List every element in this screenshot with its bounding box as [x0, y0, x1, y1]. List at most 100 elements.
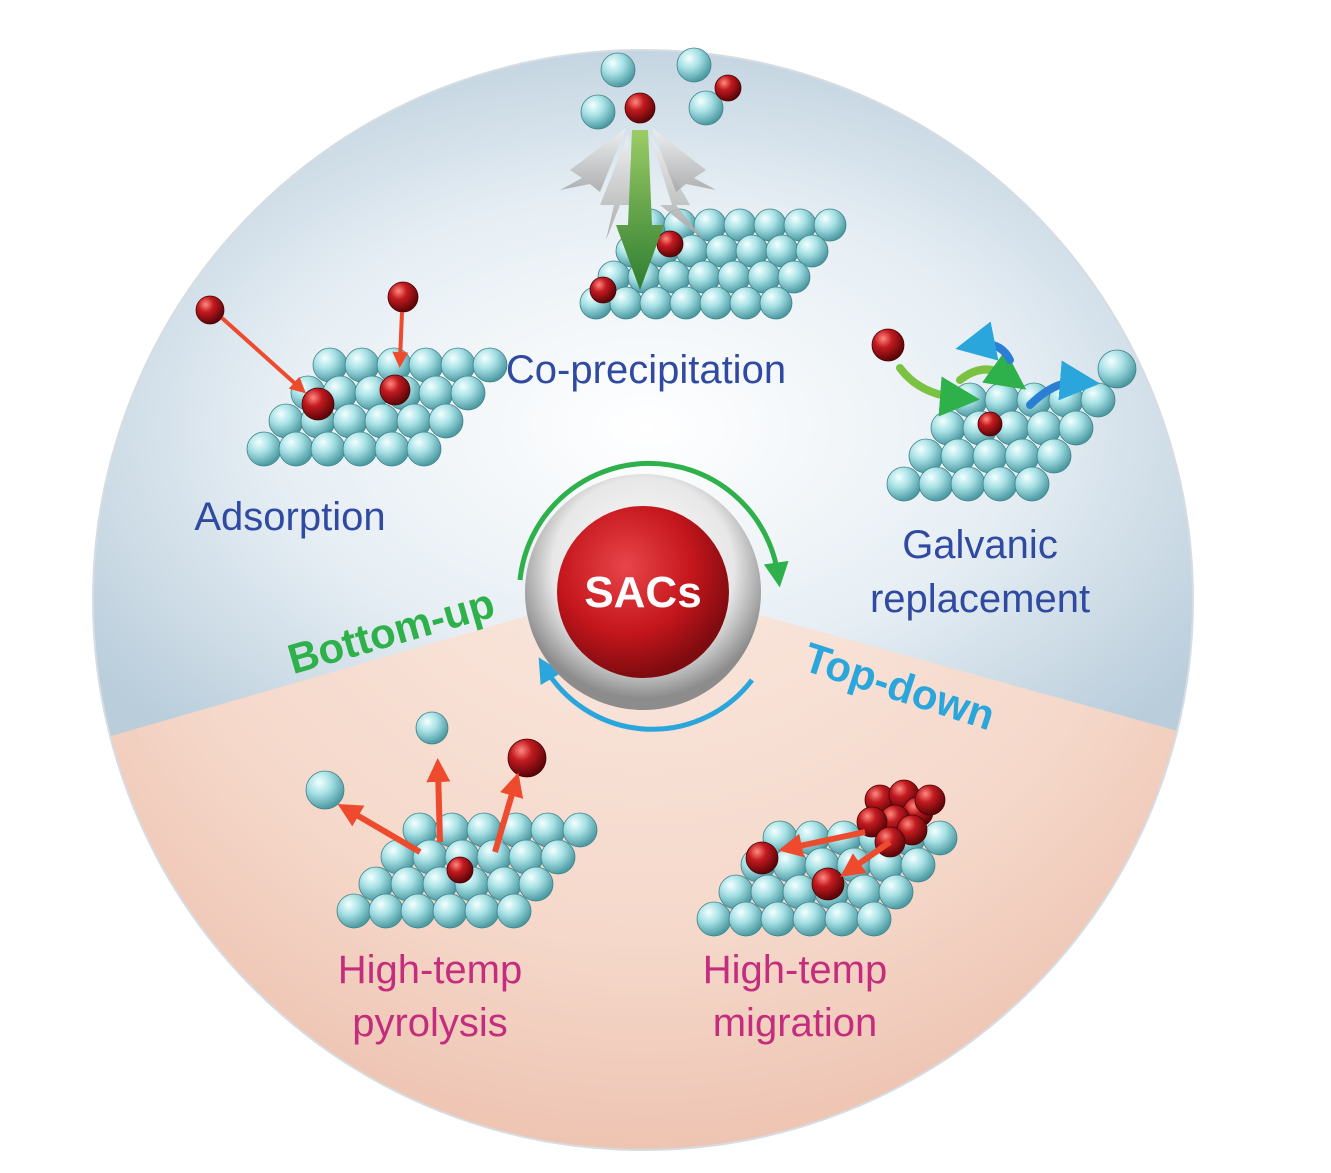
grey-arrow-far-right	[652, 128, 716, 192]
support-atom	[1097, 349, 1137, 389]
support-atom	[824, 901, 860, 937]
support-atom	[950, 466, 986, 502]
metal-atom	[624, 92, 656, 124]
center-label: SACs	[584, 568, 701, 617]
galvanic-label-line1: Galvanic	[902, 523, 1058, 567]
support-atom	[336, 893, 372, 929]
support-atom	[540, 839, 576, 875]
pyrolysis-arrow-left	[337, 803, 422, 855]
metal-atom	[589, 276, 617, 304]
metal-cluster-atom	[914, 784, 946, 816]
blue-out-arrow	[1026, 360, 1100, 409]
support-atom	[688, 90, 724, 126]
green-swap-arrow	[956, 350, 1027, 390]
support-atom	[728, 901, 764, 937]
metal-atom	[714, 74, 742, 102]
top-down-arc	[538, 657, 754, 732]
support-atom	[368, 893, 404, 929]
support-atom	[374, 431, 410, 467]
green-in-arrow	[896, 364, 980, 417]
circle-outline	[92, 49, 1194, 1151]
bottom-up-arc	[517, 460, 789, 588]
support-atom	[428, 403, 464, 439]
adsorption-arrow-2	[392, 311, 409, 368]
pyrolysis-label-line2: pyrolysis	[352, 1001, 508, 1045]
support-atom	[676, 47, 712, 83]
metal-atom	[195, 295, 225, 325]
migration-label-line1: High-temp	[703, 948, 888, 992]
support-atom	[518, 866, 554, 902]
metal-cluster-atom	[856, 806, 888, 838]
pyrolysis-label-line1: High-temp	[338, 948, 523, 992]
metal-atom	[387, 281, 419, 313]
adsorption-arrows	[220, 311, 409, 394]
support-atom	[432, 893, 468, 929]
pyrolysis-arrow-mid	[426, 758, 451, 843]
support-atom	[777, 260, 811, 294]
support-atom	[1014, 466, 1050, 502]
migration-arrow-left	[778, 829, 866, 858]
support-atom	[669, 286, 703, 320]
support-atom	[699, 286, 733, 320]
metal-atom	[301, 387, 335, 421]
green-down-arrow	[616, 130, 664, 290]
support-atom	[246, 431, 282, 467]
support-atom	[878, 874, 914, 910]
galvanic-arrows	[896, 321, 1100, 417]
atom-layer	[195, 47, 1137, 937]
support-atom	[795, 234, 829, 268]
metal-atom	[446, 856, 474, 884]
support-atom	[759, 286, 793, 320]
support-atom	[342, 431, 378, 467]
support-atom	[400, 893, 436, 929]
support-atom	[696, 901, 732, 937]
support-atom	[310, 431, 346, 467]
metal-atom	[871, 328, 905, 362]
support-atom	[305, 770, 345, 810]
support-atom	[639, 286, 673, 320]
adsorption-label: Adsorption	[194, 495, 385, 539]
support-atom	[792, 901, 828, 937]
support-atom	[278, 431, 314, 467]
migration-label-line2: migration	[713, 1001, 878, 1045]
blue-up-arrow	[955, 321, 1014, 364]
support-atom	[1080, 382, 1116, 418]
adsorption-arrow-1	[220, 316, 306, 394]
support-atom	[813, 208, 847, 242]
support-atom	[1058, 410, 1094, 446]
support-atom	[600, 52, 636, 88]
pyrolysis-arrows	[337, 758, 524, 855]
support-atom	[729, 286, 763, 320]
metal-atom	[745, 841, 779, 875]
migration-arrow-right	[840, 839, 892, 877]
support-atom	[982, 466, 1018, 502]
metal-atom	[811, 867, 845, 901]
support-atom	[900, 847, 936, 883]
metal-atom	[977, 411, 1003, 437]
metal-atom	[656, 230, 684, 258]
pyrolysis-arrow-right	[492, 772, 524, 853]
center-core	[557, 506, 729, 678]
support-atom	[406, 431, 442, 467]
support-atom	[415, 711, 449, 745]
migration-arrows	[778, 829, 892, 877]
metal-atom	[379, 374, 411, 406]
support-atom	[886, 466, 922, 502]
support-atom	[472, 347, 508, 383]
support-atom	[760, 901, 796, 937]
support-atom	[856, 901, 892, 937]
support-atom	[1036, 438, 1072, 474]
galvanic-label-line2: replacement	[870, 577, 1090, 621]
co-precipitation-label: Co-precipitation	[506, 348, 786, 392]
support-atom	[496, 893, 532, 929]
support-atom	[464, 893, 500, 929]
support-atom	[580, 94, 616, 130]
bottom-up-region-top	[93, 50, 1193, 745]
co-precipitation-arrows	[560, 128, 716, 290]
grey-arrow-far-left	[560, 128, 626, 192]
metal-atom	[507, 738, 547, 778]
support-atom	[562, 812, 598, 848]
support-atom	[922, 820, 958, 856]
support-atom	[450, 375, 486, 411]
